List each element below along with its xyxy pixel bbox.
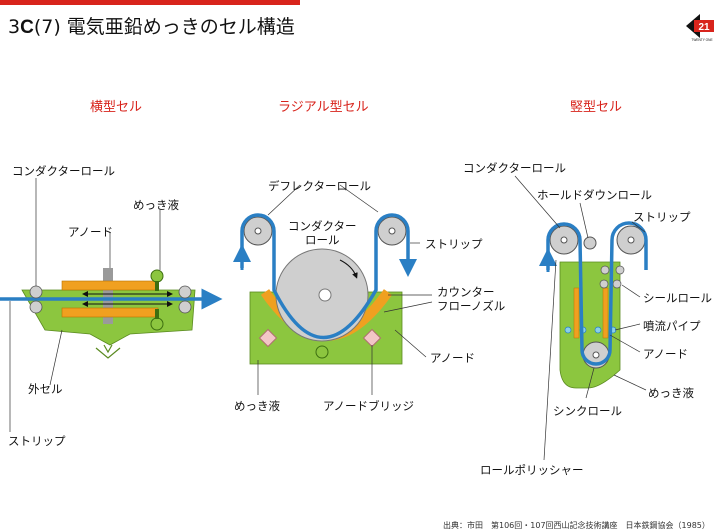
vertical-label-plating-solution: めっき液 xyxy=(648,386,694,400)
radial-label-counter-flow-nozzle-line2: フローノズル xyxy=(437,299,506,313)
radial-label-counter-flow-nozzle-line1: カウンター xyxy=(437,285,495,299)
radial-cell-diagram xyxy=(233,184,433,395)
horizontal-cell-diagram xyxy=(0,178,223,432)
vertical-label-roll-polisher: ロールポリッシャー xyxy=(480,463,584,477)
vertical-hold-down-roll xyxy=(583,236,597,250)
horizontal-label-plating-solution: めっき液 xyxy=(133,198,179,212)
horizontal-anode-lower xyxy=(61,307,159,318)
svg-text:21: 21 xyxy=(698,22,710,33)
vertical-anode-left xyxy=(573,287,580,339)
radial-label-strip: ストリップ xyxy=(425,237,483,251)
source-citation: 出典：市田 第106回・107回西山記念技術講座 日本鉄鋼協会（1985） xyxy=(443,521,710,530)
radial-label-plating-solution: めっき液 xyxy=(234,399,280,413)
vertical-label-spray-pipe: 噴流パイプ xyxy=(643,319,701,333)
vertical-strip xyxy=(546,221,648,366)
page-title: 3C(7) 電気亜鉛めっきのセル構造 xyxy=(8,16,295,38)
vertical-label-anode: アノード xyxy=(643,347,688,361)
svg-text:TWENTY ONE: TWENTY ONE xyxy=(691,38,712,42)
title-accent-bar xyxy=(0,0,300,5)
horizontal-center-support xyxy=(103,268,113,324)
horizontal-label-strip: ストリップ xyxy=(8,434,66,448)
heading-vertical-cell: 竪型セル xyxy=(570,100,623,115)
radial-label-conductor-roll-line2: ロール xyxy=(305,233,340,247)
radial-label-anode-bridge: アノードブリッジ xyxy=(323,399,414,413)
vertical-label-hold-down-roll: ホールドダウンロール xyxy=(537,188,652,202)
vertical-label-seal-roll: シールロール xyxy=(643,291,712,305)
heading-horizontal-cell: 横型セル xyxy=(90,100,143,115)
vertical-label-strip: ストリップ xyxy=(633,210,691,224)
heading-radial-cell: ラジアル型セル xyxy=(278,100,369,115)
radial-label-conductor-roll-line1: コンダクター xyxy=(288,219,357,233)
radial-strip xyxy=(240,213,410,340)
vertical-anode-right xyxy=(602,287,609,339)
vertical-label-conductor-roll: コンダクターロール xyxy=(463,161,567,175)
radial-label-anode: アノード xyxy=(430,351,475,365)
horizontal-label-anode: アノード xyxy=(68,225,113,239)
vertical-cell-diagram xyxy=(514,175,648,461)
radial-label-deflector-roll: デフレクターロール xyxy=(268,179,372,193)
brand-logo: 21 TWENTY ONE xyxy=(684,10,716,42)
horizontal-label-conductor-roll: コンダクターロール xyxy=(12,164,116,178)
horizontal-anode-upper xyxy=(61,280,159,291)
horizontal-label-outer-cell: 外セル xyxy=(28,382,63,396)
vertical-label-sink-roll: シンクロール xyxy=(553,404,622,418)
